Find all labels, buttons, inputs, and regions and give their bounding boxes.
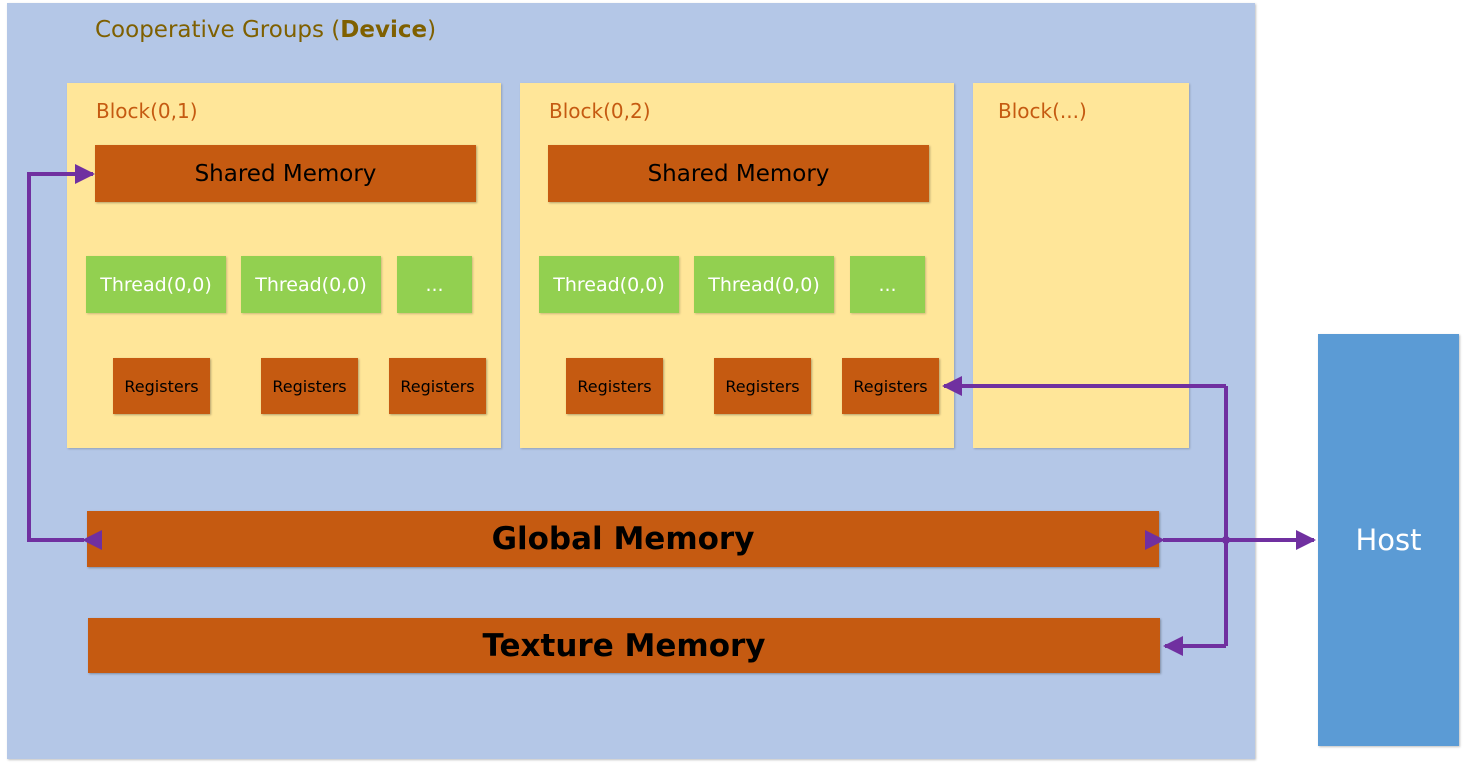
registers: Registers xyxy=(566,358,663,414)
block-label: Block(0,1) xyxy=(96,99,198,123)
registers: Registers xyxy=(842,358,939,414)
registers: Registers xyxy=(261,358,358,414)
block-label: Block(...) xyxy=(998,99,1087,123)
thread-ellipsis: ... xyxy=(850,256,925,313)
registers: Registers xyxy=(714,358,811,414)
thread-ellipsis: ... xyxy=(397,256,472,313)
thread: Thread(0,0) xyxy=(241,256,381,313)
texture-memory: Texture Memory xyxy=(88,618,1160,673)
host-box: Host xyxy=(1318,334,1459,746)
junction-dot xyxy=(1222,536,1230,544)
shared-memory: Shared Memory xyxy=(95,145,476,202)
thread: Thread(0,0) xyxy=(694,256,834,313)
arrow-global-to-shared xyxy=(27,164,102,550)
shared-memory: Shared Memory xyxy=(548,145,929,202)
block-label: Block(0,2) xyxy=(549,99,651,123)
thread: Thread(0,0) xyxy=(86,256,226,313)
global-memory: Global Memory xyxy=(87,511,1159,567)
device-title: Cooperative Groups (Device) xyxy=(95,17,437,43)
thread: Thread(0,0) xyxy=(539,256,679,313)
registers: Registers xyxy=(113,358,210,414)
registers: Registers xyxy=(389,358,486,414)
